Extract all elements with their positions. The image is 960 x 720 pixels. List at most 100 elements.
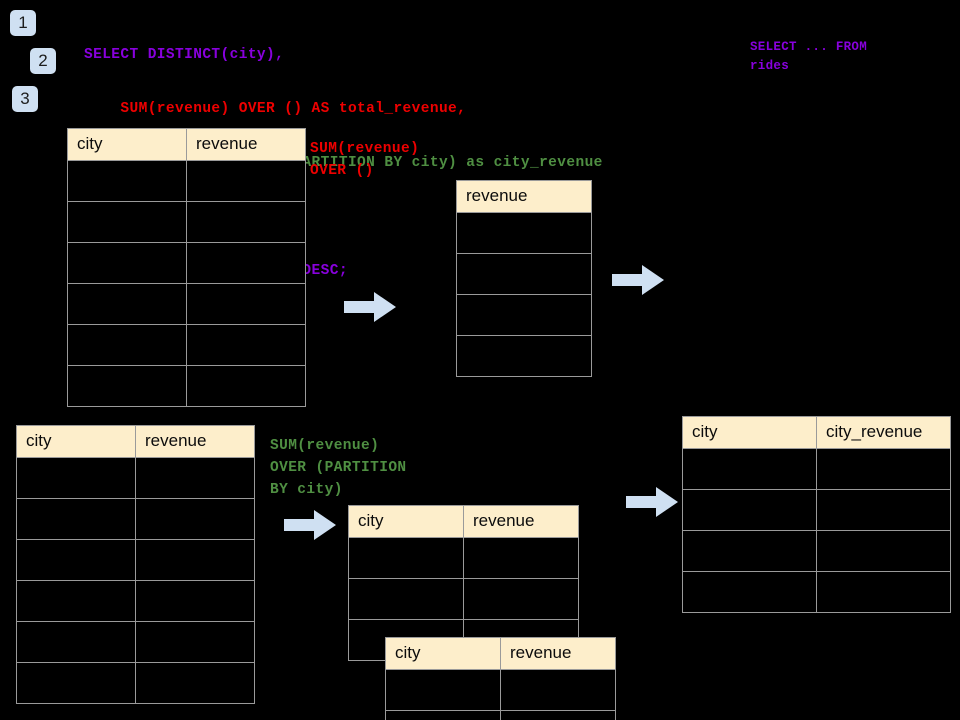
table-header-row: city city_revenue bbox=[682, 416, 951, 449]
table-row bbox=[67, 201, 306, 243]
cell-revenue bbox=[135, 580, 255, 622]
table-row bbox=[16, 621, 255, 663]
table-row bbox=[682, 530, 951, 572]
column-header-city: city bbox=[16, 425, 136, 458]
table-header-row: city revenue bbox=[67, 128, 306, 161]
cell-city bbox=[67, 283, 187, 325]
table-row bbox=[67, 283, 306, 325]
cell-city-revenue bbox=[816, 448, 951, 490]
cell-city-revenue bbox=[816, 530, 951, 572]
table-header-row: city revenue bbox=[385, 637, 616, 670]
cell-revenue bbox=[135, 662, 255, 704]
cell-revenue bbox=[456, 212, 592, 254]
cell-city bbox=[67, 160, 187, 202]
arrow-partition-to-result bbox=[626, 487, 678, 517]
table-row bbox=[67, 365, 306, 407]
rides-source-table-top: city revenue bbox=[67, 128, 306, 407]
cell-revenue bbox=[186, 201, 306, 243]
cell-city-revenue bbox=[816, 489, 951, 531]
table-row bbox=[456, 294, 592, 336]
partition-group-table-b: city revenue bbox=[385, 637, 616, 720]
column-header-city-revenue: city_revenue bbox=[816, 416, 951, 449]
cell-city bbox=[682, 489, 817, 531]
cell-city bbox=[67, 242, 187, 284]
arrow-total-to-result bbox=[612, 265, 664, 295]
annotation-sum-over-empty: SUM(revenue) OVER () bbox=[310, 141, 420, 179]
city-revenue-result-table: city city_revenue bbox=[682, 416, 951, 613]
table-row bbox=[16, 580, 255, 622]
table-header-row: city revenue bbox=[348, 505, 579, 538]
cell-city bbox=[67, 365, 187, 407]
cell-revenue bbox=[500, 669, 616, 711]
cell-city bbox=[67, 324, 187, 366]
cell-city bbox=[682, 530, 817, 572]
column-header-revenue: revenue bbox=[135, 425, 255, 458]
table-row bbox=[456, 335, 592, 377]
cell-city bbox=[16, 662, 136, 704]
column-header-revenue: revenue bbox=[463, 505, 579, 538]
cell-revenue bbox=[186, 365, 306, 407]
table-row bbox=[16, 539, 255, 581]
column-header-revenue: revenue bbox=[500, 637, 616, 670]
table-row bbox=[682, 448, 951, 490]
table-header-row: revenue bbox=[456, 180, 592, 213]
cell-city bbox=[16, 457, 136, 499]
table-row bbox=[385, 669, 616, 711]
cell-city-revenue bbox=[816, 571, 951, 613]
table-row bbox=[385, 710, 616, 720]
cell-revenue bbox=[186, 242, 306, 284]
cell-revenue bbox=[456, 253, 592, 295]
table-row bbox=[16, 662, 255, 704]
annotation-sum-over-partition: SUM(revenue) OVER (PARTITION BY city) bbox=[270, 438, 407, 498]
cell-city bbox=[682, 448, 817, 490]
table-row bbox=[682, 489, 951, 531]
cell-city bbox=[16, 580, 136, 622]
sql-line-1: SELECT DISTINCT(city), bbox=[84, 47, 285, 63]
cell-city bbox=[348, 578, 464, 620]
column-header-city: city bbox=[385, 637, 501, 670]
table-row bbox=[682, 571, 951, 613]
table-row bbox=[456, 212, 592, 254]
cell-city bbox=[385, 710, 501, 720]
cell-revenue bbox=[186, 324, 306, 366]
table-row bbox=[456, 253, 592, 295]
cell-revenue bbox=[463, 578, 579, 620]
table-row bbox=[348, 537, 579, 579]
cell-revenue bbox=[500, 710, 616, 720]
cell-city bbox=[16, 539, 136, 581]
table-row bbox=[348, 578, 579, 620]
cell-city bbox=[67, 201, 187, 243]
cell-revenue bbox=[135, 621, 255, 663]
cell-city bbox=[16, 498, 136, 540]
column-header-city: city bbox=[348, 505, 464, 538]
column-header-city: city bbox=[67, 128, 187, 161]
table-row bbox=[67, 242, 306, 284]
column-header-city: city bbox=[682, 416, 817, 449]
step-badge-1: 1 bbox=[10, 10, 36, 36]
partition-group-table-a: city revenue bbox=[348, 505, 579, 661]
cell-revenue bbox=[135, 498, 255, 540]
cell-revenue bbox=[456, 294, 592, 336]
table-row bbox=[67, 160, 306, 202]
cell-revenue bbox=[135, 457, 255, 499]
cell-revenue bbox=[186, 160, 306, 202]
column-header-revenue: revenue bbox=[186, 128, 306, 161]
table-row bbox=[16, 498, 255, 540]
sql-line-2: SUM(revenue) OVER () AS total_revenue, bbox=[84, 101, 467, 117]
cell-city bbox=[682, 571, 817, 613]
cell-revenue bbox=[135, 539, 255, 581]
step-badge-2: 2 bbox=[30, 48, 56, 74]
table-header-row: city revenue bbox=[16, 425, 255, 458]
cell-city bbox=[385, 669, 501, 711]
step-badge-3: 3 bbox=[12, 86, 38, 112]
cell-city bbox=[16, 621, 136, 663]
table-row bbox=[16, 457, 255, 499]
annotation-select-from-rides: SELECT ... FROM rides bbox=[750, 40, 868, 73]
rides-source-table-bottom: city revenue bbox=[16, 425, 255, 704]
column-header-revenue: revenue bbox=[456, 180, 592, 213]
cell-revenue bbox=[463, 537, 579, 579]
cell-city bbox=[348, 537, 464, 579]
arrow-source-to-total bbox=[344, 292, 396, 322]
table-row bbox=[67, 324, 306, 366]
